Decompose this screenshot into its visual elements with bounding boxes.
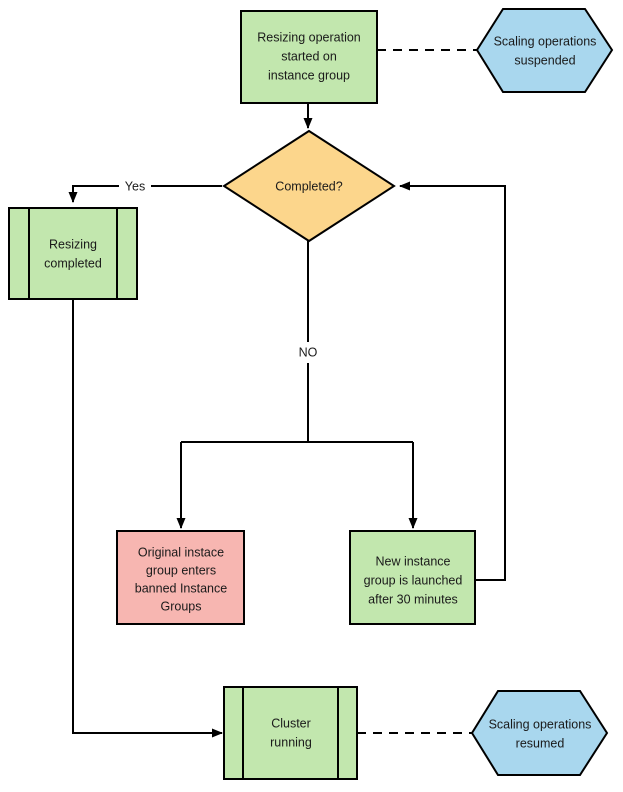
node-cluster-running-shape[interactable] <box>223 686 358 780</box>
node-banned-line-1: Original instace <box>138 545 224 559</box>
node-banned-instance-groups[interactable]: Original instace group enters banned Ins… <box>116 530 245 625</box>
node-banned-line-3: banned Instance <box>135 581 227 595</box>
node-scaling-suspended-shape[interactable] <box>475 8 614 93</box>
node-scaling-suspended[interactable]: Scaling operations suspended <box>475 8 614 93</box>
node-resizing-started-shape[interactable] <box>240 10 378 104</box>
node-banned-line-4: Groups <box>161 599 202 613</box>
edge-branch-split <box>176 441 418 529</box>
node-resizing-completed-shape[interactable] <box>8 207 138 300</box>
node-resizing-completed-line-1: Resizing <box>49 237 97 251</box>
node-banned-line-2: group enters <box>146 563 216 577</box>
node-resizing-started-line-1: Resizing operation <box>257 30 361 44</box>
node-scaling-resumed-line-2: resumed <box>516 736 565 750</box>
edge-label-no-bg <box>290 342 326 363</box>
node-new-group-line-1: New instance <box>375 554 450 568</box>
edge-completed-yes: Yes <box>68 176 222 203</box>
node-resizing-completed[interactable]: Resizing completed <box>8 207 138 300</box>
node-completed-decision-label: Completed? <box>275 179 342 193</box>
node-banned-instance-groups-shape[interactable] <box>116 530 245 625</box>
node-scaling-resumed-line-1: Scaling operations <box>489 717 592 731</box>
node-new-group-line-3: after 30 minutes <box>368 592 458 606</box>
node-resizing-started[interactable]: Resizing operation started on instance g… <box>240 10 378 104</box>
edge-label-yes-bg <box>119 176 151 196</box>
edge-new-group-loopback <box>399 181 506 581</box>
node-new-instance-group-shape[interactable] <box>349 530 476 625</box>
edge-label-yes: Yes <box>125 179 145 193</box>
node-completed-decision-shape[interactable] <box>222 129 396 243</box>
node-new-instance-group[interactable]: New instance group is launched after 30 … <box>349 530 476 625</box>
edge-label-no: NO <box>299 345 318 359</box>
edge-resizing-to-cluster <box>72 299 223 738</box>
node-scaling-resumed-shape[interactable] <box>470 690 609 776</box>
node-cluster-running-line-2: running <box>270 735 312 749</box>
node-scaling-suspended-line-1: Scaling operations <box>494 34 597 48</box>
node-completed-decision[interactable]: Completed? <box>222 129 396 243</box>
node-cluster-running[interactable]: Cluster running <box>223 686 358 780</box>
node-scaling-resumed[interactable]: Scaling operations resumed <box>470 690 609 776</box>
node-scaling-suspended-line-2: suspended <box>514 53 575 67</box>
node-resizing-completed-line-2: completed <box>44 256 102 270</box>
edge-completed-no: NO <box>290 241 326 442</box>
node-cluster-running-line-1: Cluster <box>271 716 311 730</box>
node-resizing-started-line-3: instance group <box>268 68 350 82</box>
node-new-group-line-2: group is launched <box>364 573 463 587</box>
node-resizing-started-line-2: started on <box>281 49 337 63</box>
